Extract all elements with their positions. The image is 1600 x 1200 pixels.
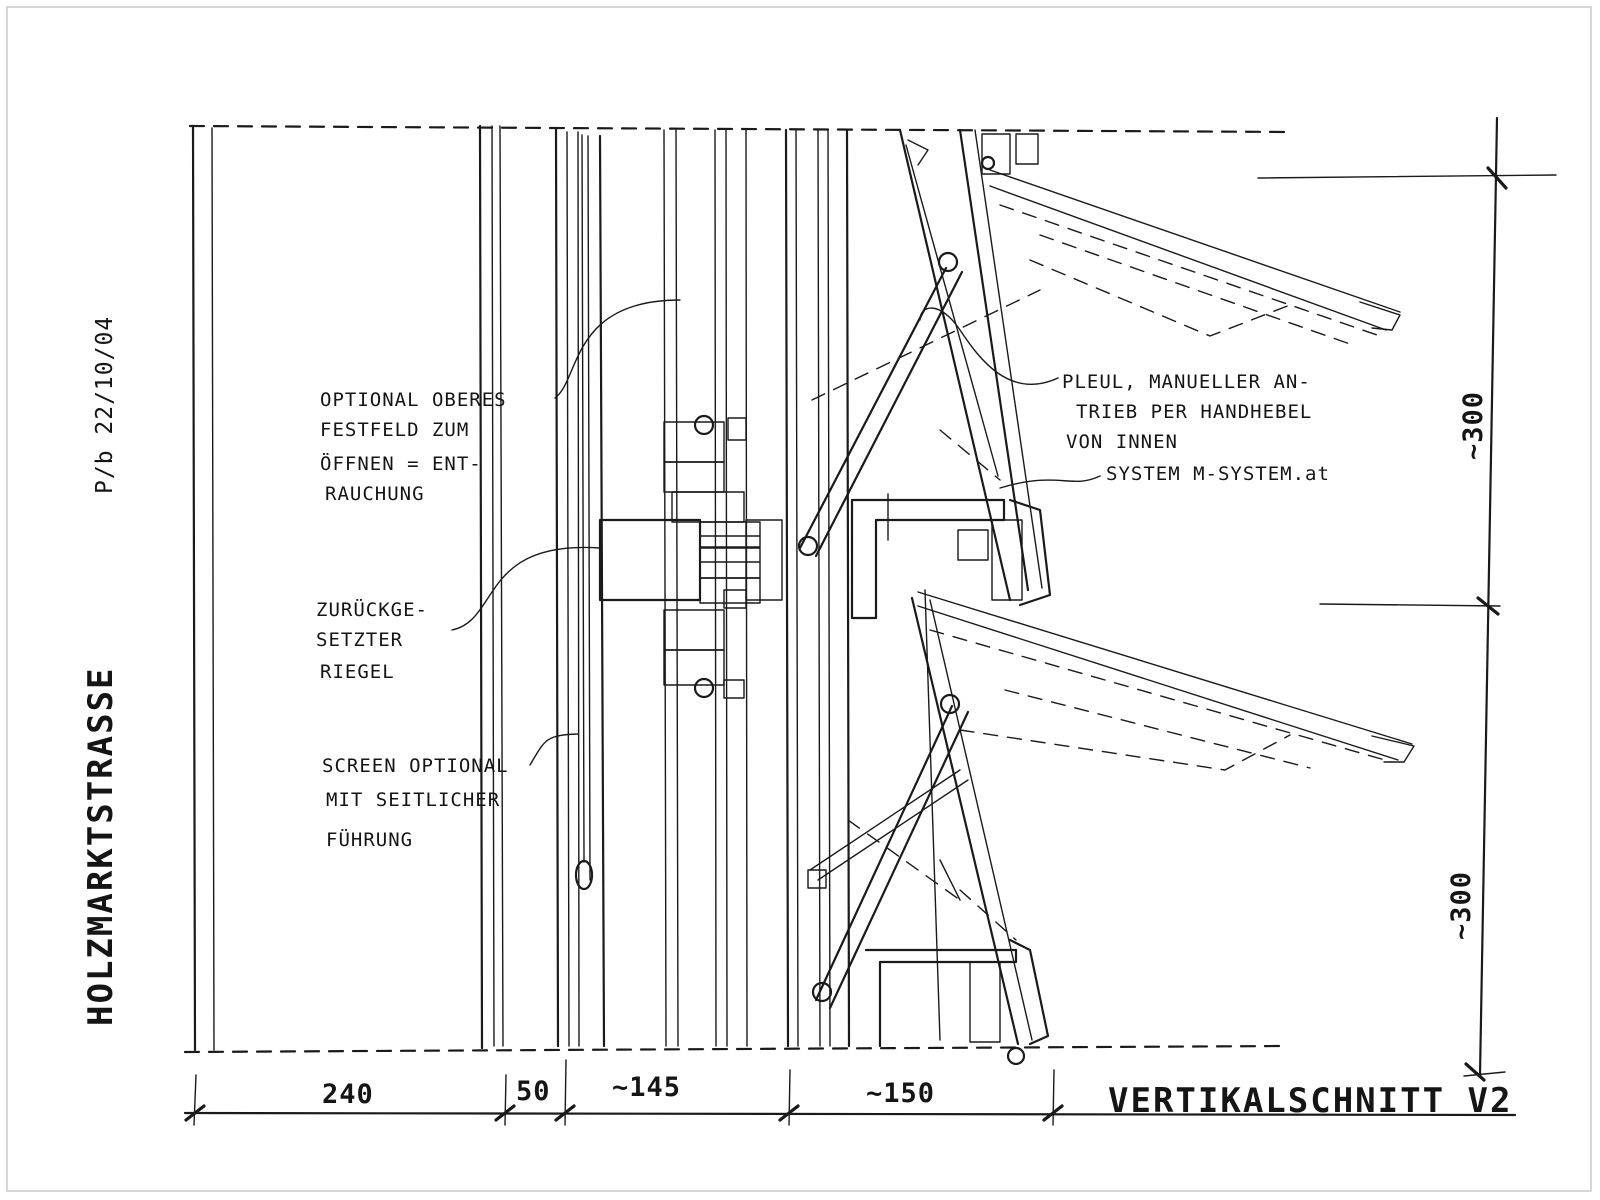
leader-lines <box>451 299 1101 766</box>
note-drive-line-3: VON INNEN <box>1066 431 1178 453</box>
note-drive-line-1: PLEUL, MANUELLER AN- <box>1062 371 1311 393</box>
street-name: HOLZMARKTSTRASSE <box>81 666 121 1026</box>
dimension-240: 240 <box>322 1079 374 1110</box>
upper-opened-louvre <box>989 169 1401 345</box>
note-drive-line-4: SYSTEM M-SYSTEM.at <box>1106 463 1330 485</box>
note-screen-line-2: MIT SEITLICHER <box>326 789 500 811</box>
top-dashed-boundary <box>188 124 1292 134</box>
top-hardware <box>907 133 1039 175</box>
bottom-dashed-boundary <box>183 1044 1287 1054</box>
vertical-dimension-line <box>1257 116 1557 1082</box>
horizontal-dimension-line <box>183 1059 1517 1126</box>
dimension-50: 50 <box>516 1076 551 1107</box>
screen-cable <box>574 134 594 891</box>
dimension-height-lower: ~300 <box>1446 871 1477 940</box>
note-upper-fixed-field-line-3: ÖFFNEN = ENT- <box>320 452 482 475</box>
leader-upper-fixed-field <box>554 299 681 399</box>
note-set-back-bar-line-3: RIEGEL <box>320 661 395 683</box>
dimension-145: ~145 <box>612 1072 681 1103</box>
slab-bracket <box>850 493 1052 620</box>
transom-assembly <box>598 414 783 699</box>
leader-screen <box>529 733 579 766</box>
lower-bracket <box>864 938 1050 1066</box>
note-set-back-bar-line-1: ZURÜCKGE- <box>316 598 428 621</box>
sheet-border <box>6 6 1592 1192</box>
note-screen-line-1: SCREEN OPTIONAL <box>322 755 509 777</box>
leader-drive <box>919 307 1059 385</box>
note-upper-fixed-field-line-4: RAUCHUNG <box>325 483 425 505</box>
facade-layers <box>191 124 851 1052</box>
leader-system <box>999 475 1101 489</box>
reference-lines <box>811 289 1041 941</box>
inclined-facade-panes <box>898 128 1043 1046</box>
drawing-title: VERTIKALSCHNITT V2 <box>1108 1081 1512 1121</box>
note-screen-line-3: FÜHRUNG <box>326 828 413 851</box>
note-upper-fixed-field-line-2: FESTFELD ZUM <box>320 419 469 441</box>
author-date: P/b 22/10/04 <box>92 316 118 494</box>
leader-set-back-bar <box>451 546 601 631</box>
note-set-back-bar-line-2: SETZTER <box>316 629 403 651</box>
dimension-150: ~150 <box>866 1078 935 1109</box>
note-drive-line-2: TRIEB PER HANDHEBEL <box>1076 401 1312 423</box>
note-upper-fixed-field-line-1: OPTIONAL OBERES <box>320 389 507 411</box>
lower-opened-louvre <box>917 591 1415 771</box>
dimension-height-upper: ~300 <box>1458 391 1489 460</box>
